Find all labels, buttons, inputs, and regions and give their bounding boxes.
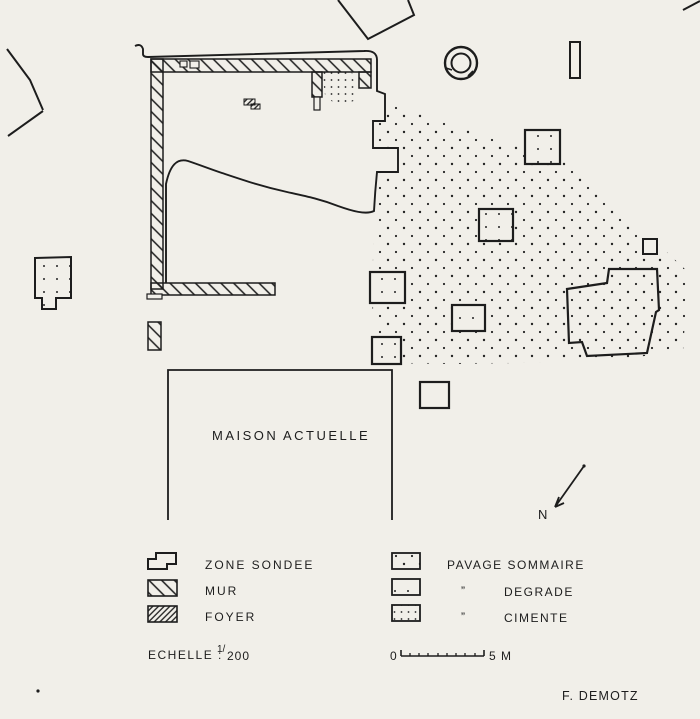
echelle-ratio-sup: 1/ bbox=[217, 644, 226, 655]
wall-notch-2 bbox=[189, 60, 200, 69]
sondage-square-f bbox=[418, 380, 451, 410]
sondage-square-g bbox=[642, 238, 658, 255]
wall-left bbox=[150, 58, 164, 290]
legend-label-pavage-sommaire: PAVAGE SOMMAIRE bbox=[447, 558, 585, 572]
sondage-square-a bbox=[523, 128, 562, 166]
pillar-rect bbox=[569, 41, 581, 79]
wall-bottom bbox=[150, 282, 276, 296]
legend-label-zone-sondee: ZONE SONDEE bbox=[205, 558, 314, 572]
legend-symbol-cimente bbox=[391, 604, 421, 622]
scale-bar-end: 5 M bbox=[489, 649, 512, 663]
neighbour-building-tilted bbox=[337, 0, 416, 41]
cimente-patch bbox=[322, 72, 357, 106]
sondage-square-c bbox=[368, 270, 407, 305]
legend-symbol-pavage-sommaire bbox=[391, 552, 421, 570]
scale-bar-start: 0 bbox=[390, 649, 398, 663]
sondage-square-b bbox=[477, 207, 515, 243]
legend-symbol-foyer bbox=[147, 605, 178, 623]
legend-symbol-zone-sondee bbox=[147, 552, 177, 570]
legend-label-mur: MUR bbox=[205, 584, 238, 598]
wall-return-right bbox=[358, 71, 372, 89]
maison-actuelle-outline bbox=[167, 369, 393, 520]
paved-platform bbox=[565, 267, 661, 358]
wall-stub-foot bbox=[313, 96, 321, 111]
echelle-ratio-value: 200 bbox=[227, 649, 250, 663]
legend-label-cimente: CIMENTE bbox=[504, 611, 569, 625]
credit-text: F. DEMOTZ bbox=[562, 689, 639, 703]
zone-sondee-outline bbox=[134, 44, 399, 283]
echelle-label: ECHELLE : bbox=[148, 648, 223, 662]
sondage-square-e bbox=[370, 335, 403, 366]
well-circle bbox=[443, 45, 479, 81]
wall-notch-1 bbox=[179, 60, 188, 68]
ink-speck bbox=[36, 689, 40, 693]
wall-fragment bbox=[147, 321, 162, 351]
legend-symbol-mur bbox=[147, 579, 178, 597]
scale-bar: 0 5 M bbox=[390, 649, 512, 663]
neighbour-building-corner-left bbox=[6, 48, 44, 137]
legend-ditto-cimente: ” bbox=[461, 610, 467, 624]
maison-label-word2: ACTUELLE bbox=[283, 428, 370, 443]
legend-label-degrade: DEGRADE bbox=[504, 585, 574, 599]
maison-label-word1: MAISON bbox=[212, 428, 278, 443]
sondage-square-d bbox=[450, 303, 487, 333]
annex-building bbox=[34, 255, 72, 310]
wall-corner-foot bbox=[146, 293, 163, 300]
legend-ditto-degrade: ” bbox=[461, 584, 467, 598]
north-arrow bbox=[554, 464, 586, 508]
legend-symbol-degrade bbox=[391, 578, 421, 596]
neighbour-building-corner-right bbox=[682, 0, 700, 11]
legend-label-foyer: FOYER bbox=[205, 610, 256, 624]
foyer-mark bbox=[243, 98, 261, 110]
wall-stub bbox=[311, 71, 323, 98]
north-label: N bbox=[538, 507, 548, 522]
